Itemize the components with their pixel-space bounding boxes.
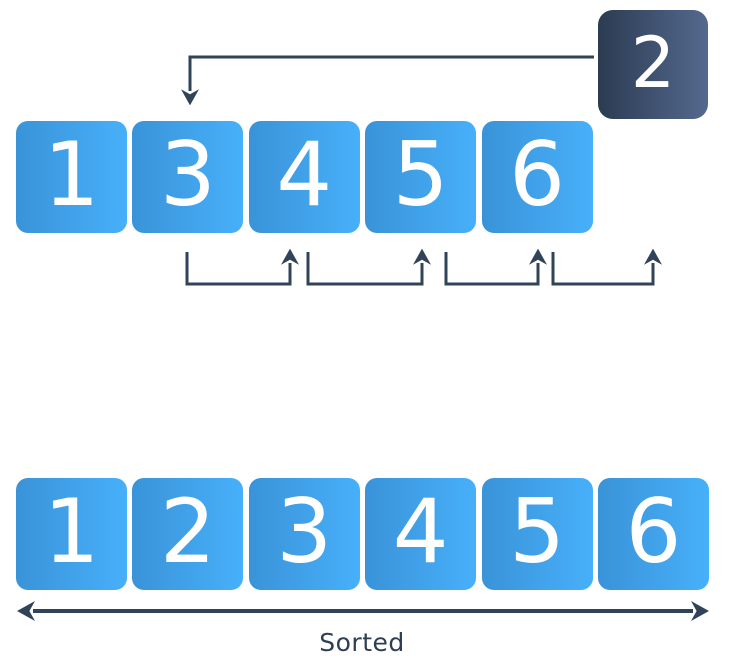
cell-value: 5 [509, 480, 566, 583]
sorted-label: Sorted [319, 628, 405, 657]
sorted-array-row: 1 2 3 4 5 6 [16, 478, 709, 590]
insert-value: 2 [630, 21, 676, 104]
array-cell: 5 [365, 121, 477, 233]
array-cell: 1 [16, 478, 127, 590]
cell-value: 2 [159, 480, 216, 583]
cell-value: 4 [276, 123, 333, 226]
shift-arrow-2 [306, 248, 431, 286]
working-array-row: 1 3 4 5 6 [16, 121, 593, 233]
cell-value: 3 [276, 480, 333, 583]
cell-value: 4 [392, 480, 449, 583]
array-cell: 1 [16, 121, 127, 233]
shift-arrow-4 [551, 248, 662, 286]
shift-arrow-3 [444, 248, 547, 286]
array-cell: 5 [481, 478, 593, 590]
array-cell: 3 [248, 478, 360, 590]
insert-position-arrow [181, 55, 594, 106]
cell-value: 5 [392, 123, 449, 226]
cell-value: 1 [43, 480, 100, 583]
array-cell: 6 [481, 121, 593, 233]
cell-value: 3 [159, 123, 216, 226]
cell-value: 1 [43, 123, 100, 226]
shift-arrow-1 [185, 248, 299, 286]
array-cell: 3 [132, 121, 244, 233]
array-cell: 4 [248, 121, 360, 233]
array-cell: 2 [132, 478, 244, 590]
array-cell: 6 [597, 478, 709, 590]
cell-value: 6 [625, 480, 682, 583]
array-cell: 4 [365, 478, 477, 590]
cell-value: 6 [509, 123, 566, 226]
insert-value-box: 2 [598, 10, 708, 119]
